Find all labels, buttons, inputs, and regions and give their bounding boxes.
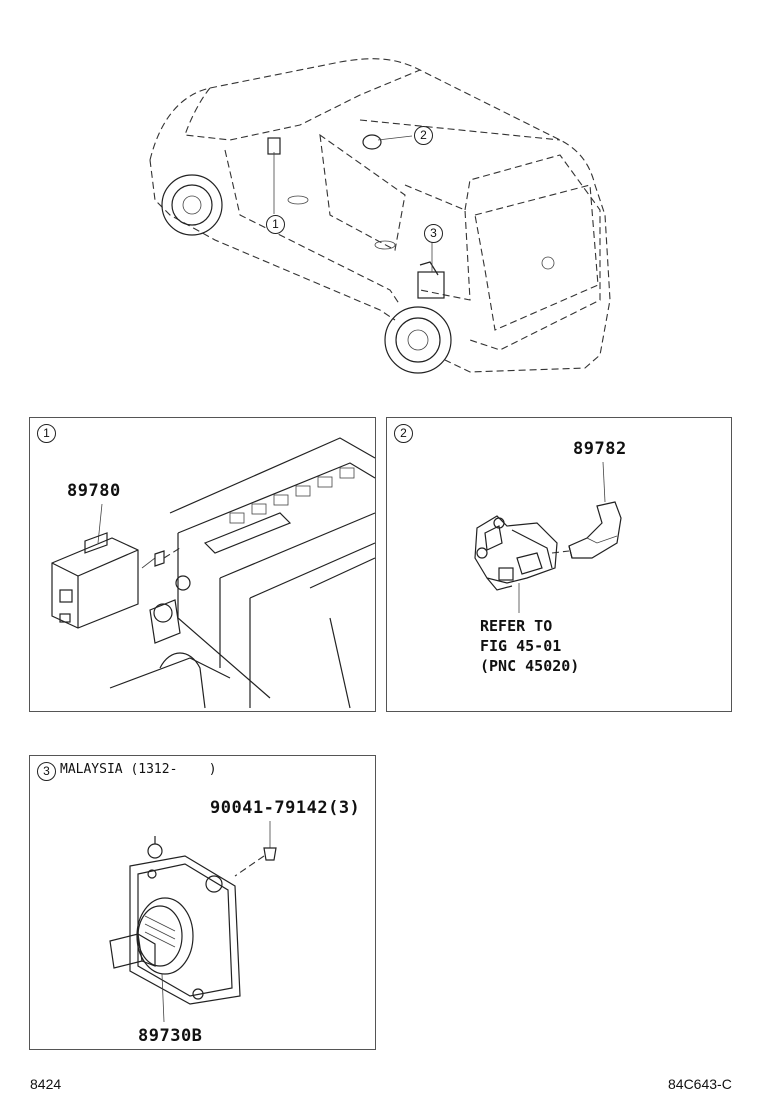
footer-figure-code: 84C643-C bbox=[668, 1076, 732, 1092]
panel-2-drawing bbox=[474, 461, 622, 613]
vehicle-overview bbox=[149, 58, 611, 374]
part-number-89782: 89782 bbox=[573, 439, 627, 459]
footer-page-code: 8424 bbox=[30, 1076, 62, 1092]
part-number-89780: 89780 bbox=[67, 481, 121, 501]
callout-2: 2 bbox=[414, 126, 433, 145]
panel-3-drawing bbox=[109, 821, 277, 1023]
panel-2: 2 89782 REFER TO FIG 45-01 (PNC 45020) bbox=[386, 417, 732, 712]
panel-1-drawing bbox=[51, 437, 376, 709]
panel-1-index: 1 bbox=[37, 424, 56, 443]
refer-line-2: FIG 45-01 bbox=[480, 637, 562, 655]
part-number-89730b: 89730B bbox=[138, 1026, 203, 1046]
panel-2-index: 2 bbox=[394, 424, 413, 443]
panel-3-index: 3 bbox=[37, 762, 56, 781]
panel-1: 1 89780 bbox=[29, 417, 376, 712]
panel-3-heading: MALAYSIA (1312- ) bbox=[60, 762, 217, 777]
refer-line-3: (PNC 45020) bbox=[480, 657, 580, 675]
callout-1: 1 bbox=[266, 215, 285, 234]
panel-3: 3 MALAYSIA (1312- ) 90041-79142(3) 89730… bbox=[29, 755, 376, 1050]
callout-3: 3 bbox=[424, 224, 443, 243]
part-number-90041-79142: 90041-79142(3) bbox=[210, 798, 361, 818]
refer-line-1: REFER TO bbox=[480, 617, 553, 635]
